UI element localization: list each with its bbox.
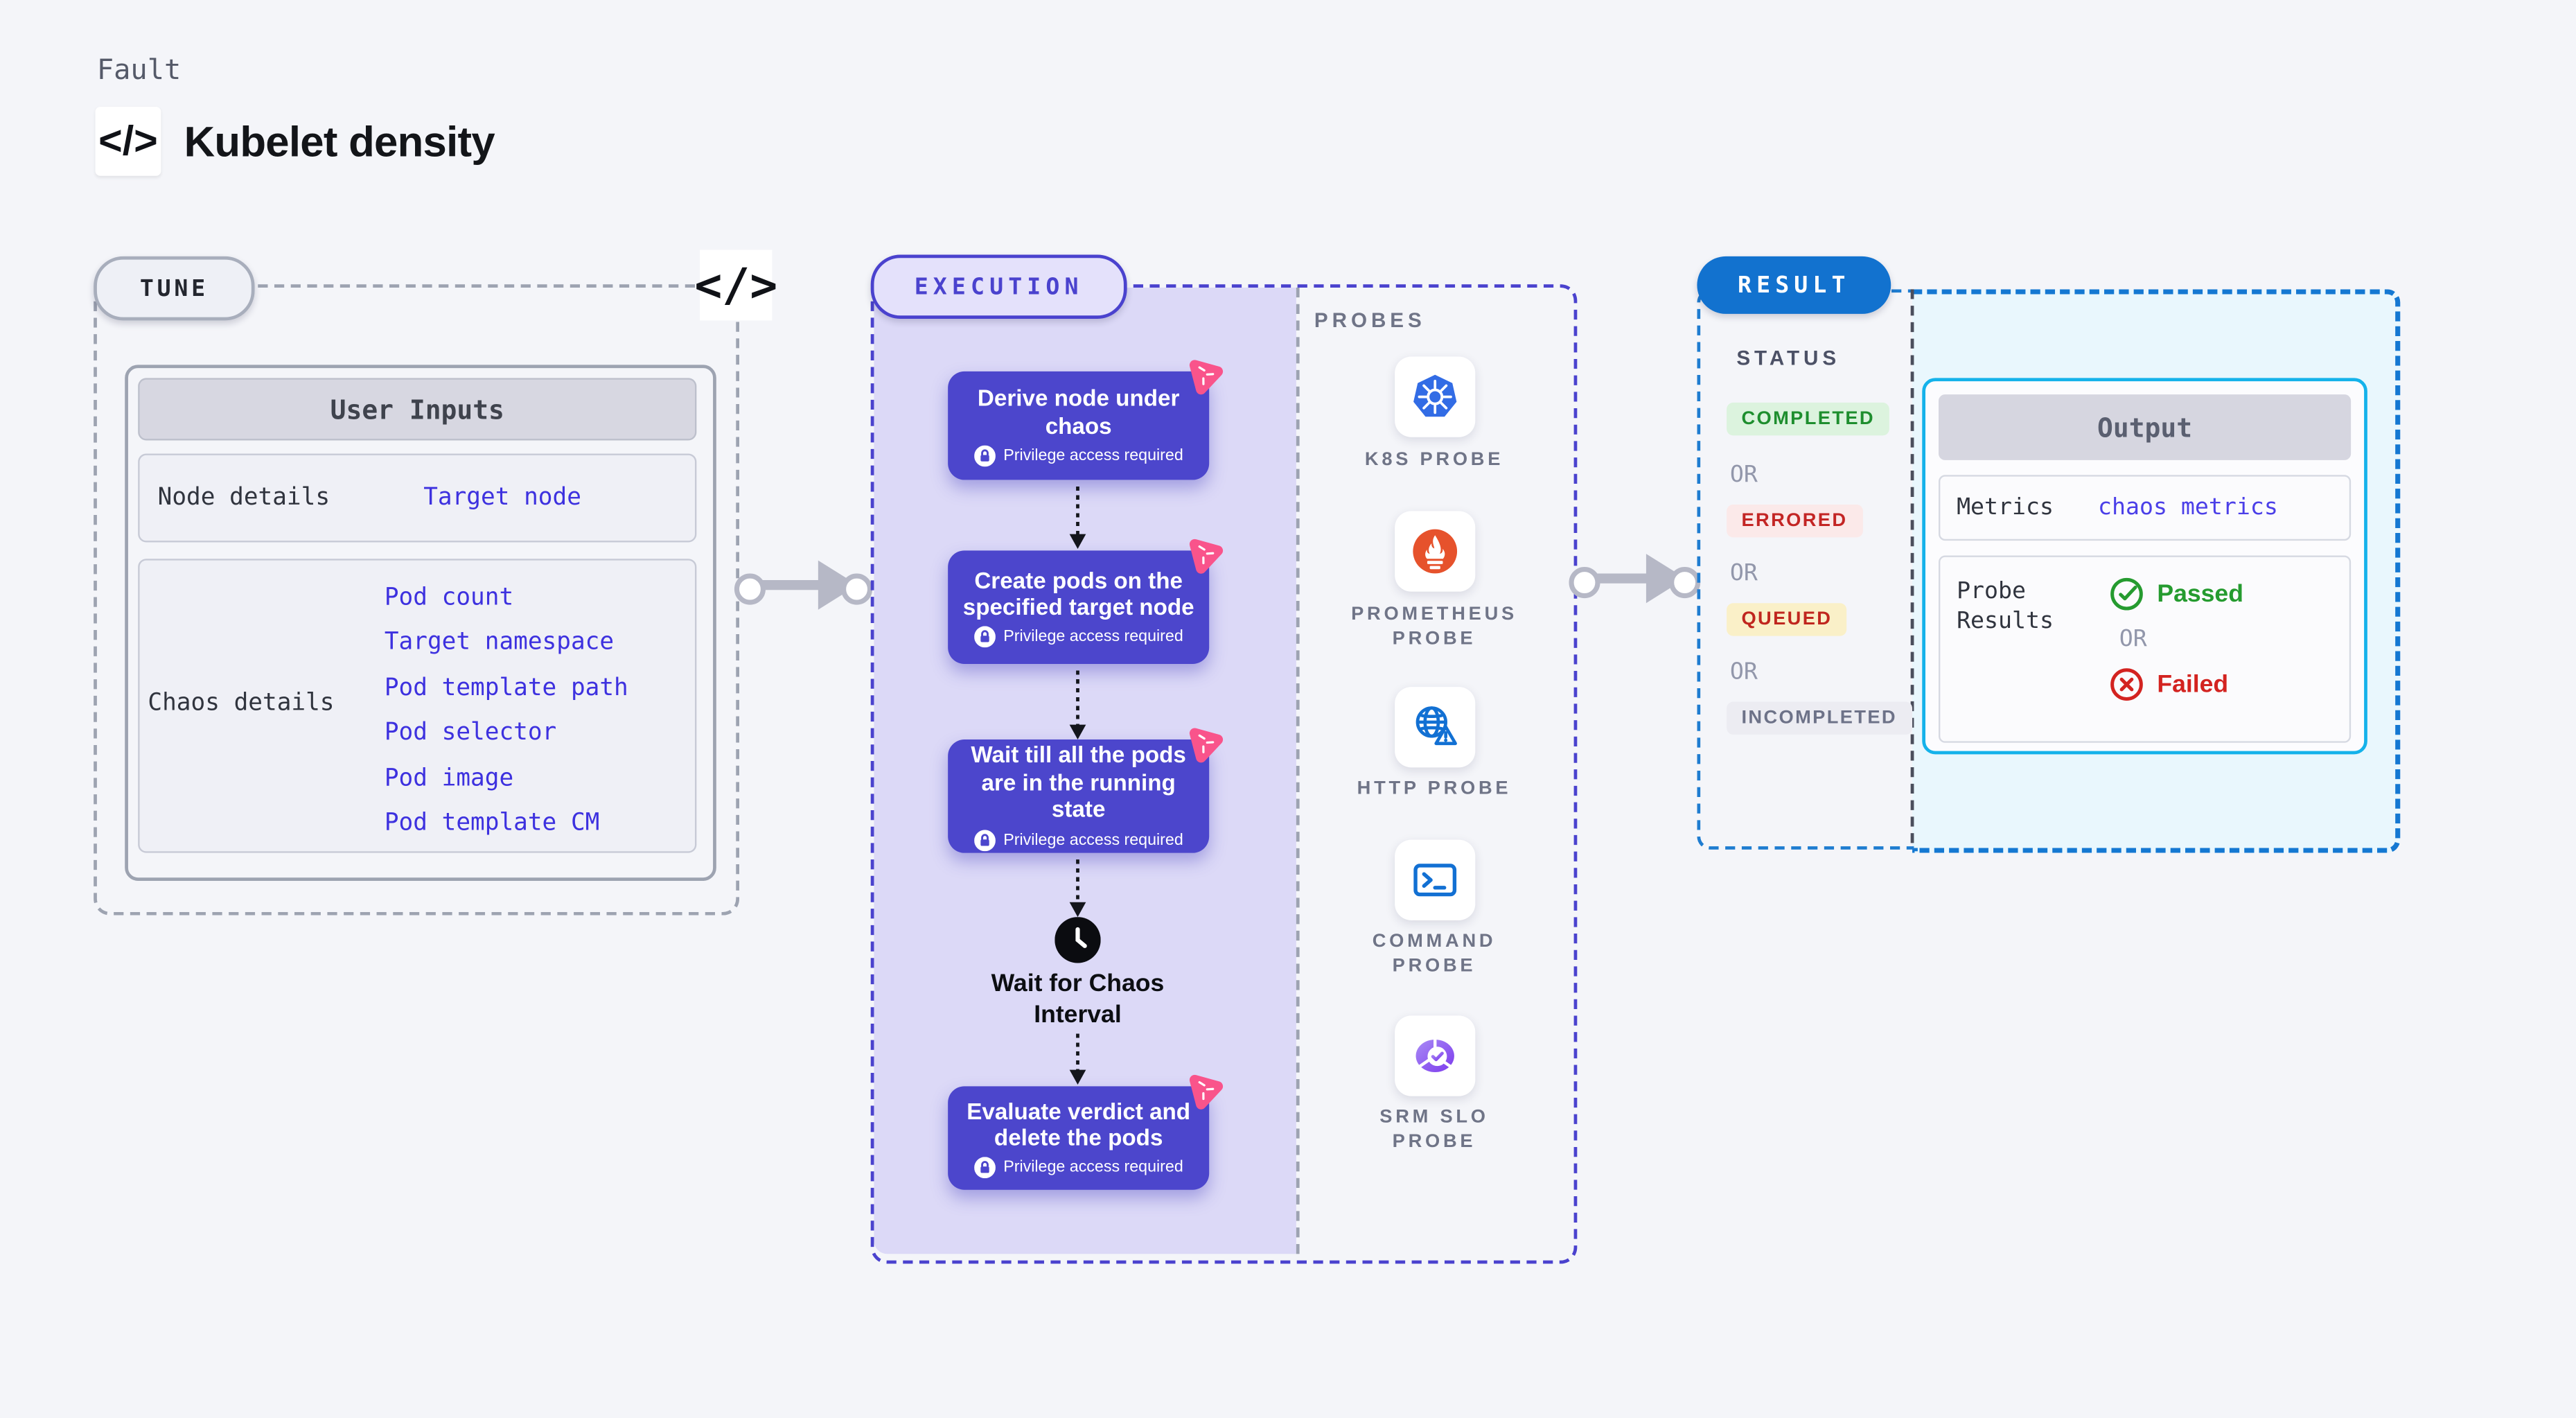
metrics-row: Metrics chaos metrics <box>1938 475 2352 541</box>
step-create-pods[interactable]: Create pods on the specified target node… <box>948 539 1224 664</box>
pod-template-path-link[interactable]: Pod template path <box>384 674 628 701</box>
step-title: Wait till all the pods are in the runnin… <box>971 742 1186 823</box>
kubernetes-icon <box>1413 374 1457 417</box>
tune-to-execution-arrow <box>734 555 873 614</box>
status-badge-queued: QUEUED <box>1727 603 1847 636</box>
privilege-note: Privilege access required <box>973 1157 1183 1180</box>
tune-section-box <box>94 284 740 916</box>
execution-probes-divider <box>1296 287 1300 1254</box>
user-inputs-title: User Inputs <box>138 378 697 441</box>
chaos-pink-icon <box>1189 539 1224 574</box>
command-probe-tile <box>1395 839 1476 920</box>
execution-badge: EXECUTION <box>870 254 1127 320</box>
status-output-divider <box>1910 289 1914 843</box>
globe-warning-icon <box>1415 706 1457 746</box>
privilege-note: Privilege access required <box>973 627 1183 649</box>
lock-icon <box>973 1157 996 1180</box>
prometheus-probe-tile <box>1395 511 1476 592</box>
pod-count-link[interactable]: Pod count <box>384 584 514 611</box>
http-probe-label: HTTP PROBE <box>1357 778 1512 799</box>
srm-slo-probe-tile <box>1395 1015 1476 1096</box>
failed-verdict: Failed <box>2110 667 2243 702</box>
step-wait-pods-running[interactable]: Wait till all the pods are in the runnin… <box>948 728 1224 853</box>
lock-icon <box>973 627 996 649</box>
status-badge-completed: COMPLETED <box>1727 402 1890 436</box>
terminal-icon <box>1413 864 1457 897</box>
code-icon: </> <box>694 250 777 321</box>
probe-results-label: Probe Results <box>1957 578 2054 635</box>
step-derive-node[interactable]: Derive node under chaos Privilege access… <box>948 360 1224 480</box>
chaos-pink-icon <box>1189 360 1224 395</box>
privilege-note: Privilege access required <box>973 829 1183 851</box>
step-title: Evaluate verdict and delete the pods <box>967 1097 1191 1150</box>
probe-results-row: Probe Results Passed OR Failed <box>1938 555 2352 743</box>
or-label: OR <box>1729 462 1758 489</box>
k8s-probe-label: K8S PROBE <box>1364 450 1504 471</box>
user-inputs-card <box>125 365 716 881</box>
tune-badge: TUNE <box>94 256 255 321</box>
status-title: STATUS <box>1736 347 1841 370</box>
lock-icon <box>973 445 996 467</box>
chaos-pink-icon <box>1189 1074 1224 1110</box>
clock-icon <box>1055 917 1101 963</box>
result-badge: RESULT <box>1697 256 1891 314</box>
wait-for-chaos-interval-label: Wait for Chaos Interval <box>991 969 1165 1029</box>
privilege-note: Privilege access required <box>973 445 1183 467</box>
lock-icon <box>973 829 996 851</box>
probe-verdicts: Passed OR Failed <box>2110 577 2243 701</box>
flow-connector <box>1069 1033 1086 1085</box>
output-card: Output Metrics chaos metrics Probe Resul… <box>1922 378 2367 755</box>
status-badge-incompleted: INCOMPLETED <box>1727 701 1912 735</box>
target-namespace-link[interactable]: Target namespace <box>384 629 615 656</box>
pod-selector-link[interactable]: Pod selector <box>384 720 557 747</box>
chaos-details-links: Pod count Target namespace Pod template … <box>385 575 628 846</box>
x-circle-icon <box>2110 668 2143 701</box>
metrics-label: Metrics <box>1957 494 2054 521</box>
code-icon: </> <box>95 107 161 176</box>
step-title: Create pods on the specified target node <box>962 566 1194 620</box>
node-details-row: Node details Target node <box>138 453 697 543</box>
target-node-link[interactable]: Target node <box>423 484 581 511</box>
k8s-probe-tile <box>1395 356 1476 437</box>
passed-verdict: Passed <box>2110 577 2243 611</box>
chaos-details-label: Chaos details <box>148 690 335 717</box>
prometheus-icon <box>1413 529 1458 574</box>
probes-title: PROBES <box>1314 308 1426 332</box>
chaos-details-row: Chaos details Pod count Target namespace… <box>138 559 697 853</box>
step-title: Derive node under chaos <box>977 385 1180 438</box>
step-evaluate-verdict[interactable]: Evaluate verdict and delete the pods Pri… <box>948 1074 1224 1190</box>
page-title: Kubelet density <box>184 116 495 166</box>
execution-section-box <box>870 284 1578 1264</box>
fault-eyebrow-label: Fault <box>96 54 182 87</box>
slo-pie-check-icon <box>1415 1038 1454 1072</box>
or-label: OR <box>1729 560 1758 587</box>
flow-connector <box>1069 670 1086 740</box>
chaos-metrics-link[interactable]: chaos metrics <box>2098 494 2278 521</box>
check-circle-icon <box>2110 577 2143 611</box>
flow-connector <box>1069 859 1086 918</box>
pod-image-link[interactable]: Pod image <box>384 765 514 792</box>
node-details-label: Node details <box>157 484 330 511</box>
status-badge-errored: ERRORED <box>1727 504 1862 538</box>
pod-template-cm-link[interactable]: Pod template CM <box>384 810 600 837</box>
or-label: OR <box>2119 626 2147 653</box>
execution-to-result-arrow <box>1569 549 1701 608</box>
flow-connector <box>1069 486 1086 549</box>
http-probe-tile <box>1395 687 1476 768</box>
output-title: Output <box>1938 394 2352 460</box>
or-label: OR <box>1729 658 1758 685</box>
chaos-pink-icon <box>1189 728 1224 763</box>
